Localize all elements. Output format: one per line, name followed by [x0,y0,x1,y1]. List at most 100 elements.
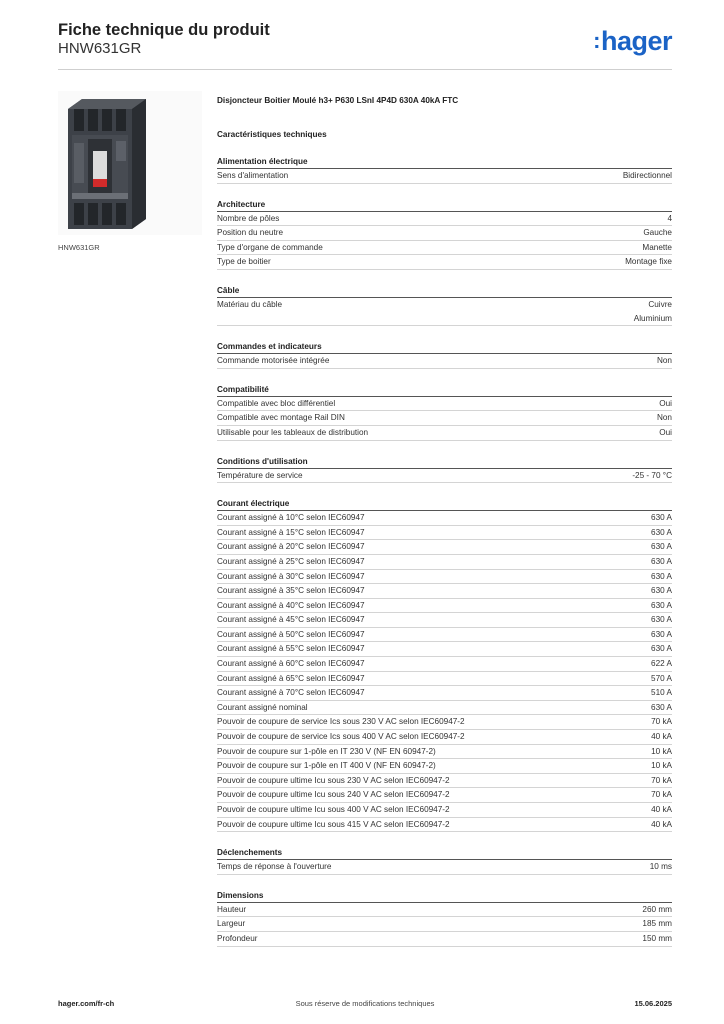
spec-value-line: Aluminium [633,313,672,323]
spec-value: 260 mm [642,903,672,917]
spec-value-line: 510 A [651,688,672,698]
spec-value: 630 A [651,701,672,715]
footer-notice: Sous réserve de modifications techniques [295,999,435,1008]
spec-value: 70 kA [651,788,672,802]
spec-value-line: 185 mm [642,919,672,929]
spec-label: Pouvoir de coupure ultime Icu sous 400 V… [217,805,450,814]
spec-value: 40 kA [651,803,672,817]
image-caption: HNW631GR [58,243,100,252]
spec-value: 4 [667,212,672,226]
spec-value: -25 - 70 °C [632,469,672,483]
spec-value: Non [657,411,672,425]
spec-label: Courant assigné à 20°C selon IEC60947 [217,542,365,552]
spec-value-line: 10 kA [651,761,672,771]
spec-value-line: Oui [659,427,672,437]
spec-label: Pouvoir de coupure ultime Icu sous 230 V… [217,775,450,785]
spec-row: Largeur 185 mm [217,917,672,932]
spec-value-line: Bidirectionnel [622,171,672,180]
spec-label: Pouvoir de coupure de service Ics sous 4… [217,732,465,742]
footer-website-link[interactable]: hager.com/fr-ch [58,999,115,1008]
page-header: Fiche technique du produit HNW631GR [58,20,270,58]
spec-label: Utilisable pour les tableaux de distribu… [217,427,369,437]
spec-row: Courant assigné à 35°C selon IEC60947 630… [217,584,672,599]
spec-value-line: 630 A [651,513,672,523]
section-title: Conditions d'utilisation [217,455,672,469]
spec-value-line: -25 - 70 °C [632,470,672,480]
spec-label: Courant assigné nominal [217,702,308,712]
spec-label: Courant assigné à 70°C selon IEC60947 [217,688,365,698]
spec-heading: Caractéristiques techniques [217,130,327,139]
spec-value: 40 kA [651,730,672,744]
spec-value: 185 mm [642,917,672,931]
page-title: Fiche technique du produit [58,21,270,39]
spec-label: Compatible avec bloc différentiel [217,398,336,408]
spec-row: Pouvoir de coupure sur 1-pôle en IT 230 … [217,745,672,760]
spec-value-line: 150 mm [642,933,672,943]
spec-value-line: 630 A [651,571,672,581]
spec-value: Gauche [643,226,672,240]
spec-value-line: 40 kA [651,819,672,829]
circuit-breaker-illustration [68,99,146,229]
spec-value-line: 260 mm [642,904,672,914]
spec-label: Largeur [217,919,246,929]
spec-value: 10 kA [651,745,672,759]
section-title: Déclenchements [217,846,672,861]
spec-label: Courant assigné à 50°C selon IEC60947 [217,629,365,639]
spec-value-line: 630 A [651,556,672,566]
spec-label: Position du neutre [217,228,283,238]
hager-logo[interactable]: :hager [593,26,673,56]
spec-row: Sens d'alimentation Bidirectionnel [217,169,672,184]
spec-label: Commande motorisée intégrée [217,356,330,366]
header-divider [58,69,672,70]
spec-row: Pouvoir de coupure de service Ics sous 2… [217,715,672,731]
spec-content: Disjoncteur Boitier Moulé h3+ P630 LSnI … [217,95,672,947]
spec-value: Oui [659,397,672,411]
spec-value-line: Montage fixe [625,257,672,267]
spec-value: 70 kA [651,774,672,788]
spec-label: Type de boitier [217,257,271,267]
spec-label: Sens d'alimentation [217,171,289,180]
spec-value-line: 630 A [651,586,672,596]
spec-row: Profondeur 150 mm [217,932,672,947]
spec-label: Profondeur [217,933,258,943]
spec-row: Type de boitier Montage fixe [217,255,672,270]
spec-value: 70 kA [651,715,672,729]
spec-value: 630 A [651,599,672,613]
spec-label: Pouvoir de coupure sur 1-pôle en IT 400 … [217,761,436,771]
spec-value: 630 A [651,642,672,656]
spec-value-line: 40 kA [651,805,672,814]
spec-value-line: 40 kA [651,732,672,742]
product-reference: HNW631GR [58,40,142,57]
spec-value-line: 70 kA [651,717,672,727]
spec-label: Courant assigné à 65°C selon IEC60947 [217,673,365,683]
section-title: Architecture [217,198,672,212]
section-title: Alimentation électrique [217,155,672,169]
spec-value-line: 4 [667,213,672,223]
spec-row: Utilisable pour les tableaux de distribu… [217,426,672,441]
logo-text: hager [600,26,673,56]
spec-row: Pouvoir de coupure ultime Icu sous 415 V… [217,818,672,833]
spec-label: Courant assigné à 35°C selon IEC60947 [217,586,365,596]
spec-value: 570 A [651,672,672,686]
spec-label: Matériau du câble [217,299,283,309]
